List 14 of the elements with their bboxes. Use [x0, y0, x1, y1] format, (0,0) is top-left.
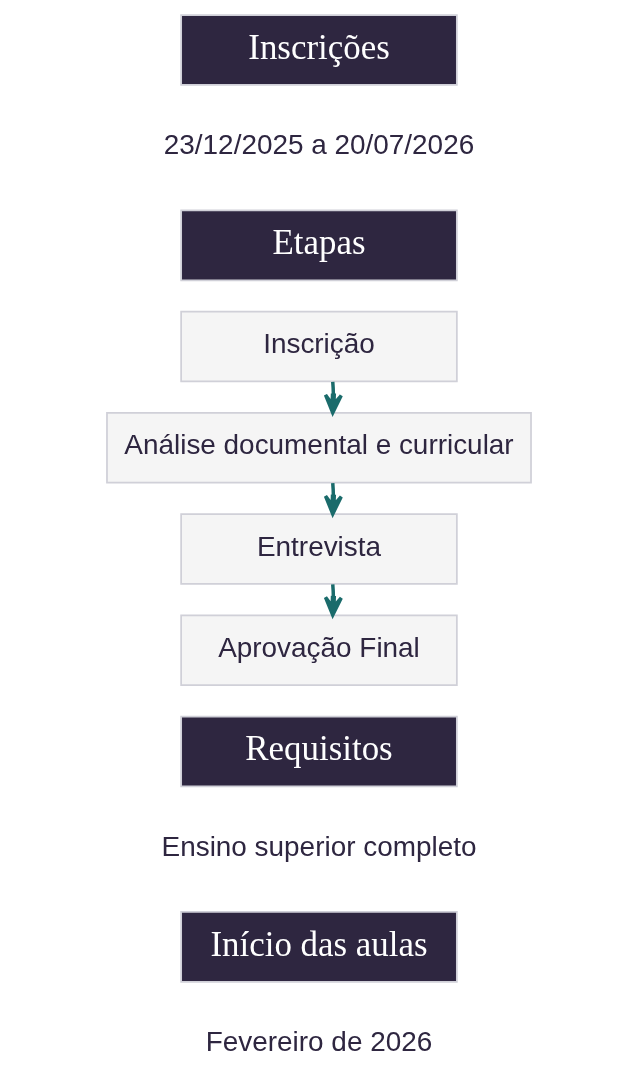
node-label: Ensino superior completo	[161, 830, 477, 862]
node-box: Requisitos	[180, 715, 458, 788]
arrow	[323, 381, 343, 415]
node-box: Etapas	[180, 209, 458, 282]
node-box: Inscrição	[180, 310, 458, 383]
arrow	[323, 483, 343, 516]
node-box: Entrevista	[180, 513, 458, 585]
node-label: 23/12/2025 a 20/07/2026	[163, 129, 475, 161]
node-box: Aprovação Final	[180, 614, 458, 686]
node-box: Análise documental e curricular	[106, 412, 532, 484]
arrow	[323, 584, 343, 617]
node-box: Início das aulas	[180, 911, 458, 983]
node-label: Fevereiro de 2026	[205, 1026, 433, 1058]
node-box: Inscrições	[180, 14, 458, 86]
